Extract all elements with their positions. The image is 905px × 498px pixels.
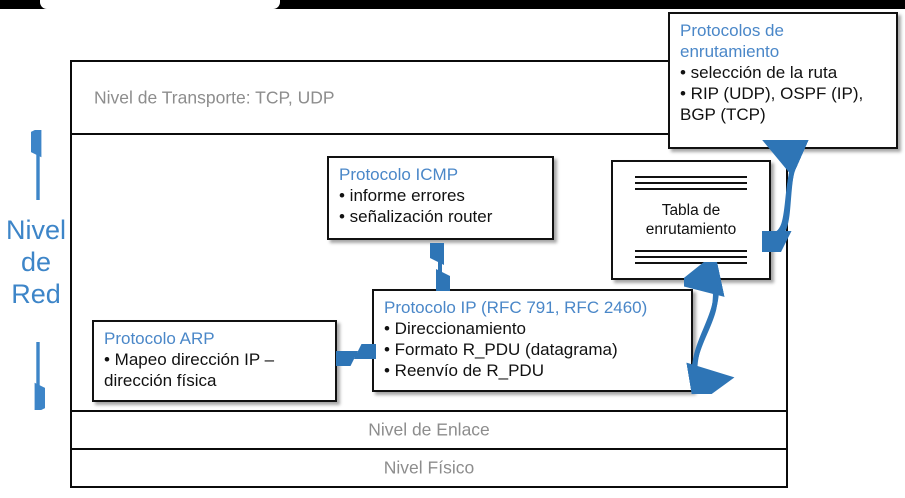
callout-arp: Protocolo ARP • Mapeo dirección IP – dir… xyxy=(92,320,337,402)
ip-title: Protocolo IP (RFC 791, RFC 2460) xyxy=(384,298,648,317)
icmp-bullet-1: • informe errores xyxy=(339,186,465,205)
arp-bullet-2: dirección física xyxy=(104,371,217,390)
layer-physical: Nivel Físico xyxy=(70,450,788,488)
routing-bullet-3: BGP (TCP) xyxy=(680,105,766,124)
layer-transport-label: Nivel de Transporte: TCP, UDP xyxy=(94,86,335,107)
network-layer-span-arrow xyxy=(31,130,45,410)
ip-bullet-2: • Formato R_PDU (datagrama) xyxy=(384,340,618,359)
routing-table-line-1: Tabla de xyxy=(661,202,721,219)
routing-table-box: Tabla de enrutamiento xyxy=(611,160,771,280)
layer-link-label: Nivel de Enlace xyxy=(368,419,490,440)
connector-ip-to-routing-table-arrow xyxy=(684,262,735,394)
top-notch xyxy=(40,0,280,9)
ip-bullet-3: • Reenvío de R_PDU xyxy=(384,361,544,380)
connector-arp-to-ip-arrow xyxy=(336,344,376,366)
connector-routing-table-to-routing-protocols-arrow xyxy=(762,140,811,252)
callout-routing-protocols: Protocolos de enrutamiento • selección d… xyxy=(668,12,898,149)
top-black-bar xyxy=(0,0,905,9)
connector-icmp-to-ip-arrow xyxy=(430,243,450,291)
routing-title-line-1: Protocolos de xyxy=(680,21,784,40)
arp-title: Protocolo ARP xyxy=(104,329,215,348)
routing-table-text: Tabla de enrutamiento xyxy=(646,201,736,239)
side-label-line-3: Red xyxy=(11,279,61,309)
layer-link: Nivel de Enlace xyxy=(70,412,788,450)
icmp-title: Protocolo ICMP xyxy=(339,165,459,184)
ip-bullet-1: • Direccionamiento xyxy=(384,319,527,338)
routing-bullet-2: • RIP (UDP), OSPF (IP), xyxy=(680,84,864,103)
routing-bullet-1: • selección de la ruta xyxy=(680,63,838,82)
side-label-line-1: Nivel xyxy=(5,215,66,245)
icmp-bullet-2: • señalización router xyxy=(339,207,493,226)
layer-physical-label: Nivel Físico xyxy=(383,457,475,478)
callout-icmp: Protocolo ICMP • informe errores • señal… xyxy=(327,156,554,240)
arp-bullet-1: • Mapeo dirección IP – xyxy=(104,350,275,369)
routing-table-top-rules xyxy=(635,172,747,194)
side-label-line-2: de xyxy=(20,247,52,277)
routing-table-line-2: enrutamiento xyxy=(645,221,737,238)
network-layer-side-label: Nivel de Red xyxy=(0,214,72,310)
callout-ip: Protocolo IP (RFC 791, RFC 2460) • Direc… xyxy=(372,289,693,392)
routing-title-line-2: enrutamiento xyxy=(680,42,780,61)
